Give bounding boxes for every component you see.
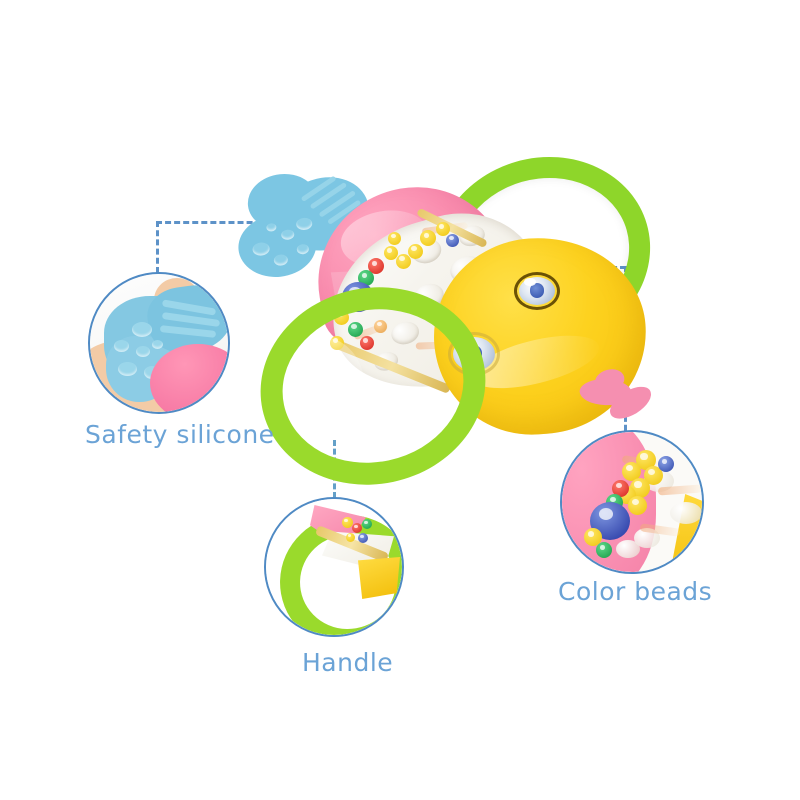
bead xyxy=(446,234,459,247)
bead xyxy=(628,496,647,515)
bead xyxy=(622,462,641,481)
silicone-connector-vertical xyxy=(156,221,159,273)
bead xyxy=(636,450,656,470)
bead xyxy=(596,542,612,558)
silicone-connector-horizontal xyxy=(156,221,316,224)
bead xyxy=(388,232,401,245)
yellow-wedge xyxy=(358,557,400,599)
callout-color-beads xyxy=(560,430,704,574)
pink-body-edge xyxy=(150,344,228,412)
callout-safety-silicone xyxy=(88,272,230,414)
bead xyxy=(436,222,450,236)
bead xyxy=(644,466,663,485)
bead xyxy=(384,246,398,260)
bead xyxy=(368,258,384,274)
bead xyxy=(584,528,602,546)
bead xyxy=(612,480,629,497)
caption-color-beads: Color beads xyxy=(558,577,713,606)
product-main-image xyxy=(235,131,674,506)
caption-handle: Handle xyxy=(302,648,394,677)
caption-safety-silicone: Safety silicone xyxy=(85,420,275,449)
eye-upper xyxy=(514,272,560,310)
bead xyxy=(396,254,411,269)
bead xyxy=(408,244,423,259)
callout-handle xyxy=(264,497,404,637)
bead xyxy=(420,230,436,246)
bead xyxy=(658,456,674,472)
